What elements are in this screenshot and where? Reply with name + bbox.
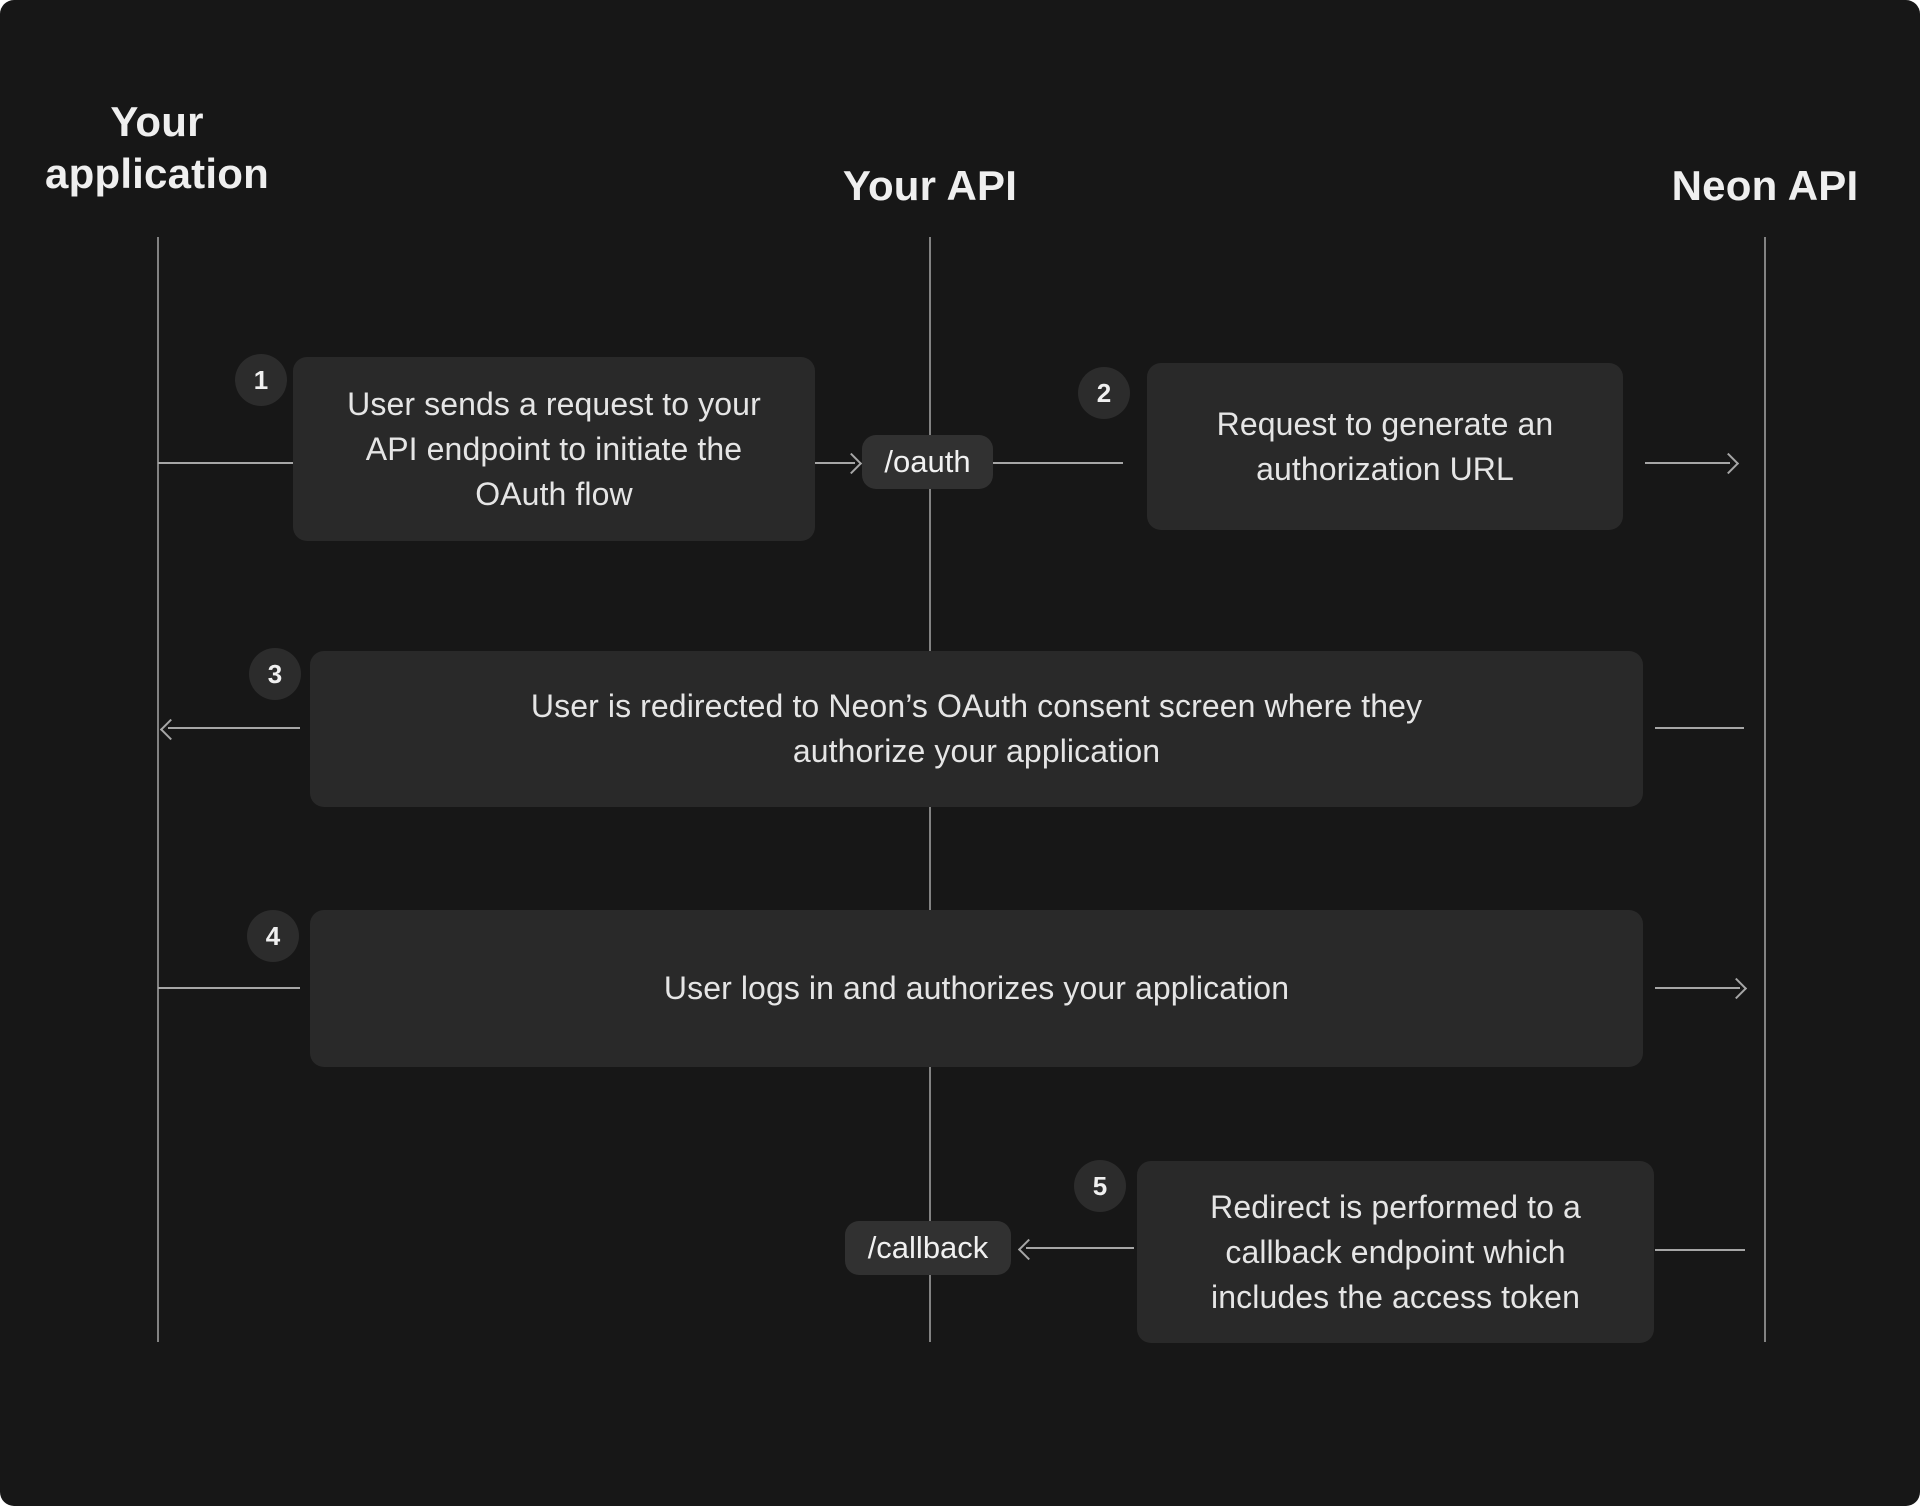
arrow-head-left-icon: [1017, 1238, 1040, 1261]
connector-neon-to-step3: [1655, 727, 1744, 729]
lane-header-your-api: Your API: [842, 162, 1018, 209]
lifeline-your-application: [157, 237, 159, 1342]
step-3-message-box: User is redirected to Neon’s OAuth conse…: [310, 651, 1643, 807]
arrow-line: [815, 462, 855, 464]
oauth-endpoint-label: /oauth: [884, 444, 971, 479]
arrow-head-right-icon: [840, 452, 863, 475]
lane-header-your-application: Your application: [45, 98, 269, 197]
arrow-head-right-icon: [1725, 977, 1748, 1000]
arrow-line: [1645, 462, 1730, 464]
oauth-endpoint-pill: /oauth: [862, 435, 993, 489]
arrow-line: [1655, 987, 1740, 989]
arrow-head-left-icon: [159, 718, 182, 741]
step-4-badge: 4: [247, 910, 299, 962]
step-1-text: User sends a request to your API endpoin…: [347, 385, 761, 512]
connector-app-to-step4: [158, 987, 300, 989]
lane-header-neon-api: Neon API: [1671, 162, 1859, 209]
step-5-badge: 5: [1074, 1160, 1126, 1212]
step-2-text: Request to generate an authorization URL: [1216, 405, 1554, 487]
arrow-line: [168, 727, 300, 729]
step-2-badge: 2: [1078, 367, 1130, 419]
arrow-line: [1026, 1247, 1134, 1249]
callback-endpoint-label: /callback: [867, 1230, 989, 1265]
step-1-message-box: User sends a request to your API endpoin…: [293, 357, 815, 541]
step-5-message-box: Redirect is performed to a callback endp…: [1137, 1161, 1654, 1343]
step-2-message-box: Request to generate an authorization URL: [1147, 363, 1623, 530]
connector-oauth-to-step2: [993, 462, 1123, 464]
step-4-text: User logs in and authorizes your applica…: [663, 970, 1290, 1006]
callback-endpoint-pill: /callback: [845, 1221, 1011, 1275]
step-3-badge: 3: [249, 648, 301, 700]
connector-neon-to-step5: [1655, 1249, 1745, 1251]
step-3-text: User is redirected to Neon’s OAuth conse…: [530, 688, 1423, 769]
arrow-head-right-icon: [1717, 452, 1740, 475]
connector-app-to-step1: [158, 462, 293, 464]
step-1-badge: 1: [235, 354, 287, 406]
lifeline-neon-api: [1764, 237, 1766, 1342]
step-4-message-box: User logs in and authorizes your applica…: [310, 910, 1643, 1067]
step-5-text: Redirect is performed to a callback endp…: [1210, 1188, 1581, 1315]
